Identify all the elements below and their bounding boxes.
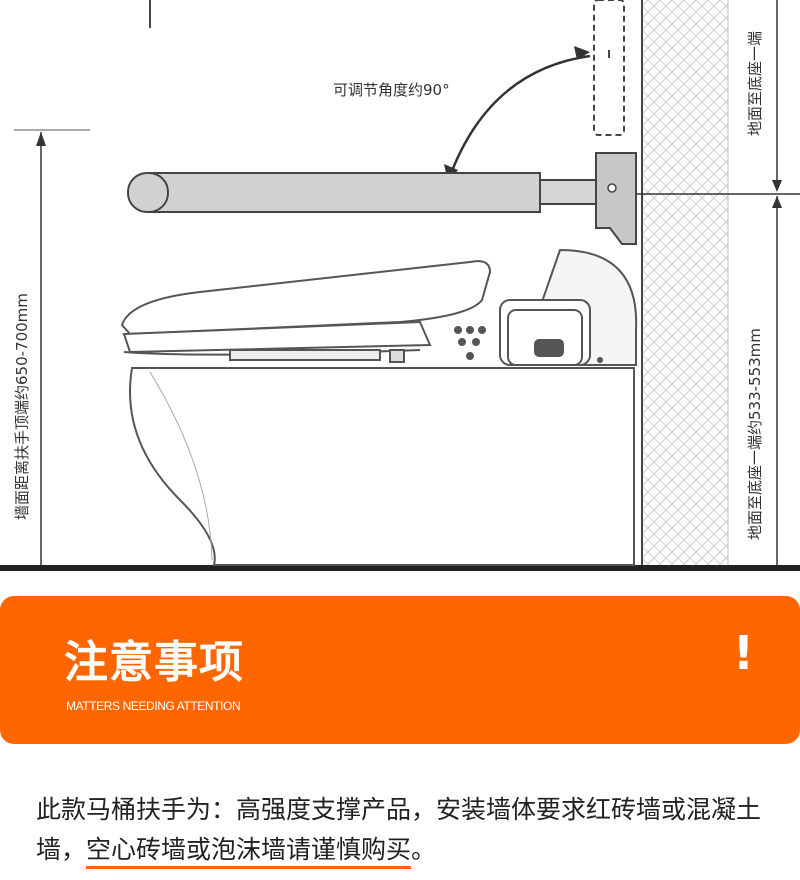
notice-title: 注意事项	[64, 637, 244, 688]
angle-arrow	[444, 46, 591, 182]
right-dimension-line	[636, 0, 800, 565]
exclamation-icon: !	[733, 626, 754, 680]
notice-subtitle: MATTERS NEEDING ATTENTION	[66, 699, 241, 713]
installation-diagram: 可调节角度约90° 墙面距离扶手顶端约650-700mm 地面至底座一端 地面至…	[0, 0, 800, 571]
handrail	[127, 152, 637, 245]
description-main: 此款马桶扶手为：高强度支撑产品，安装墙体要求红砖墙或混凝土墙，	[36, 795, 762, 864]
angle-note-label: 可调节角度约90°	[333, 81, 450, 99]
raised-handrail-position	[593, 0, 625, 136]
right-dimension-top-label: 地面至底座一端	[746, 31, 764, 136]
right-dimension-bottom-label: 地面至底座一端约533-553mm	[746, 328, 764, 540]
left-dimension-label: 墙面距离扶手顶端约650-700mm	[13, 293, 31, 520]
notice-description: 此款马桶扶手为：高强度支撑产品，安装墙体要求红砖墙或混凝土墙，空心砖墙或泡沫墙请…	[36, 790, 776, 870]
toilet	[120, 248, 638, 566]
floor-line	[0, 565, 800, 571]
notice-banner: 注意事项 MATTERS NEEDING ATTENTION !	[0, 596, 800, 744]
description-end: 。	[411, 835, 437, 864]
wall-section	[642, 0, 728, 568]
description-warning: 空心砖墙或泡沫墙请谨慎购买	[86, 835, 412, 869]
left-dimension-line	[14, 129, 90, 565]
